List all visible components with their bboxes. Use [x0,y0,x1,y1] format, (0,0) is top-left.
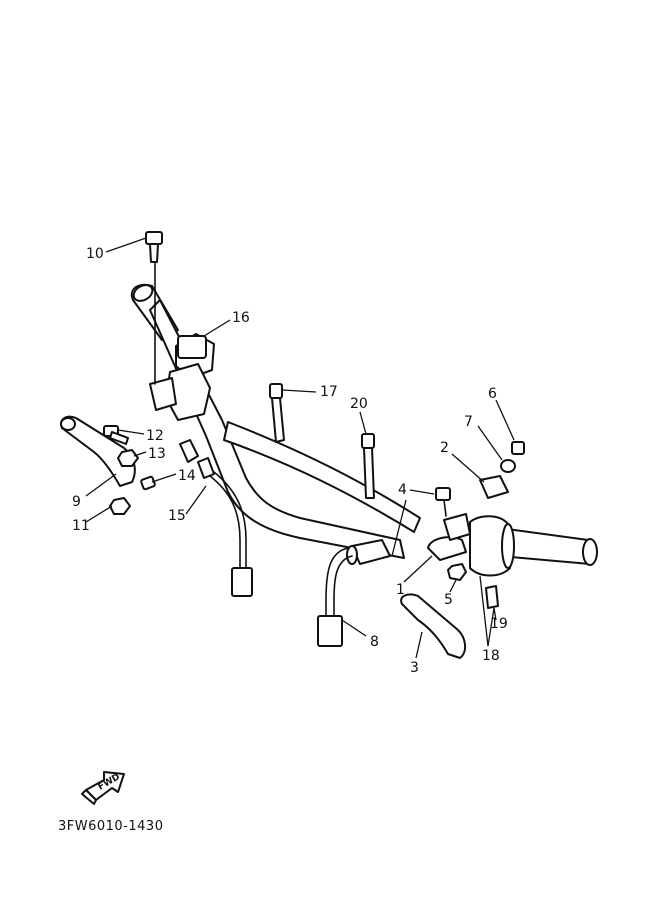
callout-2: 2 [440,440,449,456]
bolt-part-10 [145,231,163,385]
callout-10: 10 [86,246,104,262]
callout-6: 6 [488,386,497,402]
handlebar [130,283,598,566]
callout-17: 17 [320,384,338,400]
callout-19: 19 [490,616,508,632]
clutch-switch-lead-part-15 [179,439,253,597]
callout-7: 7 [464,414,473,430]
right-switch-part-18 [469,515,515,577]
brake-lever-part-3 [400,593,466,659]
left-switch-assembly [149,333,215,421]
screw-part-6 [511,441,525,455]
nut-part-11 [109,497,131,515]
washer-part-7 [500,459,516,473]
clamp-part-2 [479,475,509,499]
screw-part-14 [140,475,156,491]
brake-switch-lead-part-8 [317,539,391,647]
callout-1: 1 [396,582,405,598]
callout-16: 16 [232,310,250,326]
callout-8: 8 [370,634,379,650]
callout-labels: 10 16 12 13 14 9 11 15 17 20 4 6 7 2 1 5… [72,246,508,676]
band-part-20 [361,433,375,499]
diagram-code: 3FW6010-1430 [58,819,163,834]
callout-14: 14 [178,468,196,484]
callout-3: 3 [410,660,419,676]
nut-part-13 [117,449,139,467]
clutch-lever-part-9 [60,415,136,487]
callout-5: 5 [444,592,453,608]
leader-lines [85,237,515,659]
nut-part-5 [447,563,467,581]
callout-4: 4 [398,482,407,498]
callout-18: 18 [482,648,500,664]
callout-20: 20 [350,396,368,412]
callout-12: 12 [146,428,164,444]
callout-9: 9 [72,494,81,510]
callout-15: 15 [168,508,186,524]
fwd-arrow-icon: FWD [81,771,125,805]
screw-part-19 [485,585,499,609]
bolt-part-12 [103,425,129,445]
band-part-17 [269,383,285,443]
callout-11: 11 [72,518,90,534]
callout-13: 13 [148,446,166,462]
brake-holder-part-1 [427,513,471,561]
bolt-part-4 [435,487,451,517]
